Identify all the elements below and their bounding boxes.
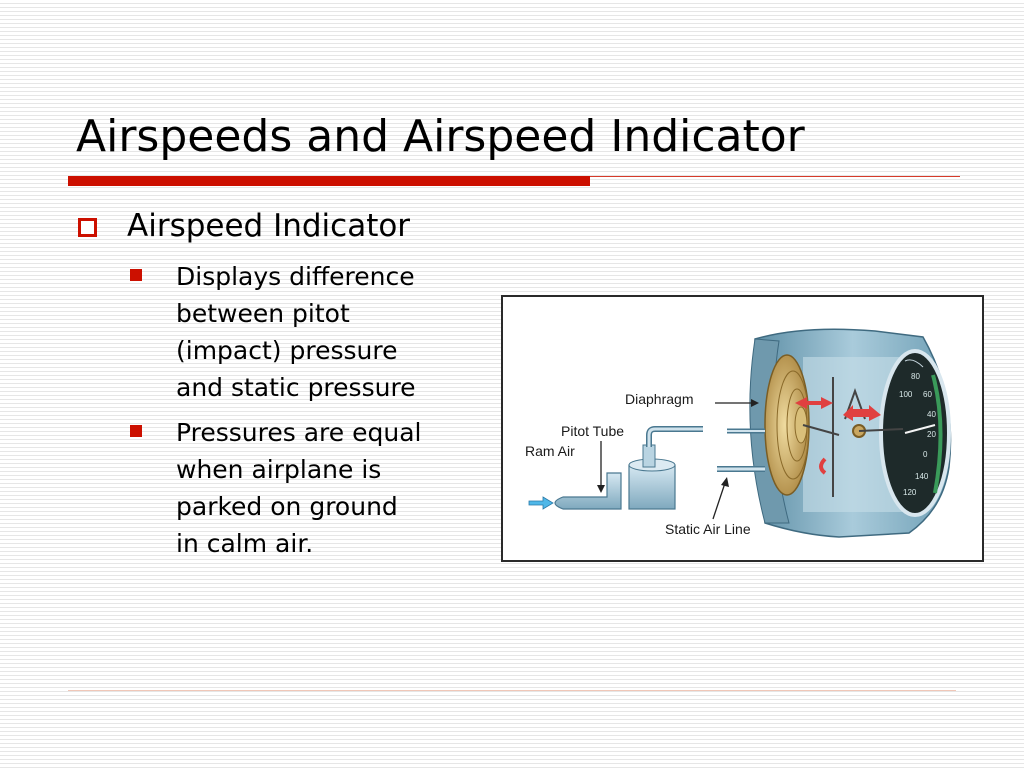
dial-mark: 120 [903,488,917,497]
airspeed-indicator-diagram: 80 60 40 20 0 140 120 100 [501,295,984,562]
bullet-text: Airspeed Indicator [127,208,411,244]
dial-mark: 60 [923,390,932,399]
linkage [802,377,904,497]
label-pitot-tube: Pitot Tube [561,423,625,439]
dial-mark: 0 [923,450,928,459]
hollow-square-bullet-icon [78,218,97,237]
motion-arrows [795,397,881,421]
dial-mark: 20 [927,430,936,439]
label-static-air-line: Static Air Line [665,521,751,537]
ram-air-arrow [528,496,554,510]
label-diaphragm: Diaphragm [625,391,694,407]
footer-divider [68,690,956,691]
sub-bullet-text: Displays difference between pitot (impac… [176,262,416,402]
filled-square-bullet-icon [130,269,142,281]
sub-bullet-text: Pressures are equal when airplane is par… [176,418,422,558]
static-air-line [717,428,765,472]
leader-arrows [597,399,759,520]
diaphragm-capsule [764,354,810,496]
dial-mark: 100 [899,390,913,399]
dial-mark: 40 [927,410,936,419]
filled-square-bullet-icon [130,425,142,437]
dial-face: 80 60 40 20 0 140 120 100 [879,349,951,517]
dial-mark: 140 [915,472,929,481]
label-ram-air: Ram Air [525,443,575,459]
pitot-tube [554,426,703,510]
dial-mark: 80 [911,372,920,381]
slide-title: Airspeeds and Airspeed Indicator [76,111,805,162]
title-underline-accent [68,176,590,186]
diagram-illustration: 80 60 40 20 0 140 120 100 [528,328,952,538]
